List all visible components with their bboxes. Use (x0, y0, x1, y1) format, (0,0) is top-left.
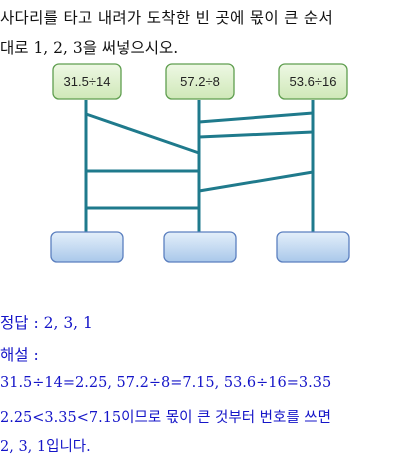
expression-3: 53.6÷16 (290, 74, 337, 89)
expression-box-1 (52, 63, 122, 100)
question-line-1: 사다리를 타고 내려가 도착한 빈 곳에 몫이 큰 순서 (0, 9, 334, 27)
expression-box-3 (278, 63, 348, 100)
answer-value: 2, 3, 1 (43, 314, 93, 332)
solution-label: 해설 : (0, 346, 39, 364)
ladder-rung-right-upper (198, 111, 314, 124)
solution-line-1: 31.5÷14=2.25, 57.2÷8=7.15, 53.6÷16=3.35 (0, 375, 332, 391)
ladder-diagram: 31.5÷14 57.2÷8 53.6÷16 (50, 63, 350, 263)
answer-label: 정답 : (0, 314, 44, 332)
ladder-rung-diagonal-left (85, 112, 200, 155)
answer-box-2[interactable] (163, 231, 237, 263)
expression-1: 31.5÷14 (64, 74, 111, 89)
question-line-2: 대로 1, 2, 3을 써넣으시오. (0, 39, 179, 57)
answer-box-3[interactable] (276, 231, 350, 263)
answer-line: 정답 : 2, 3, 1 (0, 311, 93, 333)
solution-line-2: 2.25<3.35<7.15이므로 몫이 큰 것부터 번호를 쓰면 (0, 410, 331, 426)
expression-box-2 (165, 63, 235, 100)
expression-2: 57.2÷8 (180, 74, 220, 89)
ladder-rung-right-middle (198, 130, 314, 139)
solution-line-3: 2, 3, 1입니다. (0, 439, 91, 455)
answer-box-1[interactable] (50, 231, 124, 263)
ladder-rung-diagonal-right (198, 170, 314, 193)
